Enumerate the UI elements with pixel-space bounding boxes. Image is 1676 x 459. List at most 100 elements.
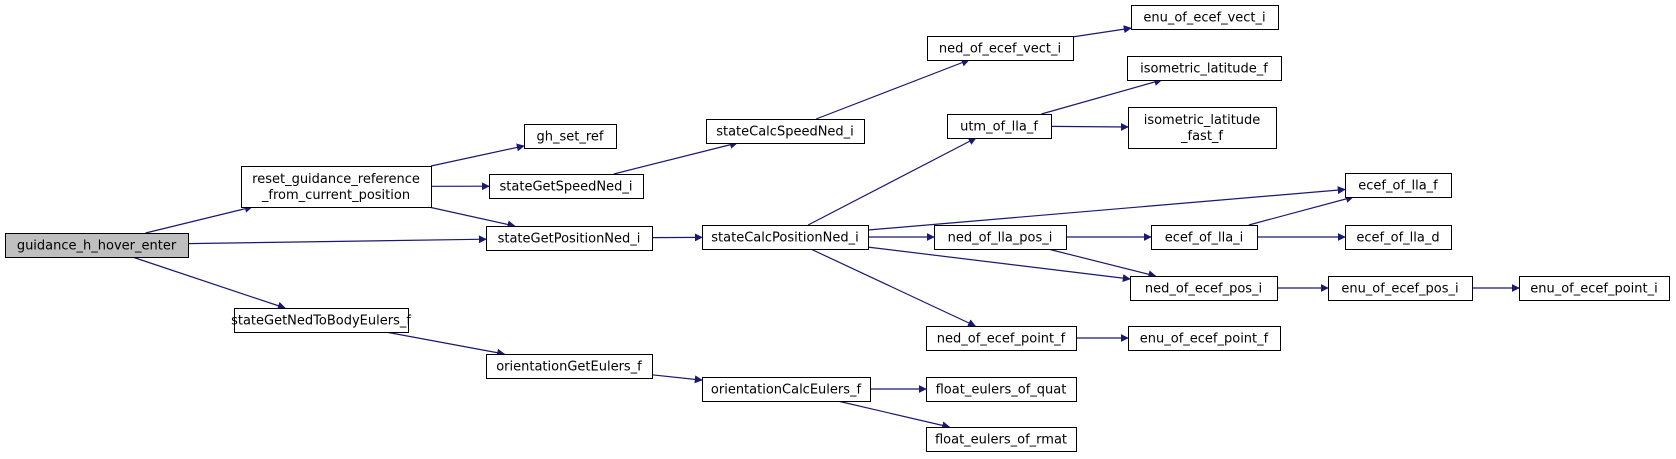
node-label: ecef_of_lla_i bbox=[1165, 231, 1244, 246]
node-state-get-speed-ned-i[interactable]: stateGetSpeedNed_i bbox=[489, 174, 644, 199]
node-utm-of-lla-f[interactable]: utm_of_lla_f bbox=[947, 114, 1052, 139]
node-label: float_eulers_of_quat bbox=[936, 383, 1067, 398]
node-ecef-of-lla-f[interactable]: ecef_of_lla_f bbox=[1345, 173, 1452, 198]
node-label: enu_of_ecef_vect_i bbox=[1143, 11, 1265, 26]
node-box bbox=[702, 377, 871, 402]
node-state-calc-speed-ned-i[interactable]: stateCalcSpeedNed_i bbox=[706, 119, 865, 144]
edge-orientation-get-eulers-f-to-orientation-calc-eulers-f bbox=[651, 374, 703, 384]
node-label: float_eulers_of_rmat bbox=[935, 433, 1067, 448]
edge-state-calc-position-ned-i-to-utm-of-lla-f bbox=[807, 137, 977, 226]
node-ecef-of-lla-i[interactable]: ecef_of_lla_i bbox=[1151, 225, 1258, 250]
node-state-get-position-ned-i[interactable]: stateGetPositionNed_i bbox=[486, 226, 653, 251]
node-box bbox=[927, 36, 1074, 61]
node-box bbox=[1345, 173, 1452, 198]
node-label: orientationGetEulers_f bbox=[496, 360, 642, 375]
edge-state-calc-speed-ned-i-to-ned-of-ecef-vect-i bbox=[815, 58, 970, 120]
node-enu-of-ecef-vect-i[interactable]: enu_of_ecef_vect_i bbox=[1131, 5, 1279, 30]
node-label: ned_of_ecef_vect_i bbox=[939, 42, 1061, 57]
edge-reset-guidance-reference-from-current-position-to-gh-set-ref bbox=[430, 143, 525, 167]
node-label: enu_of_ecef_point_i bbox=[1530, 282, 1658, 297]
node-box bbox=[926, 377, 1077, 402]
edges-layer bbox=[132, 25, 1520, 430]
node-isometric-latitude-f[interactable]: isometric_latitude_f bbox=[1127, 56, 1282, 81]
node-label: isometric_latitude bbox=[1144, 113, 1261, 128]
edge-state-calc-position-ned-i-to-ned-of-ecef-pos-i bbox=[867, 246, 1131, 283]
node-label: stateGetSpeedNed_i bbox=[500, 180, 633, 195]
node-float-eulers-of-quat[interactable]: float_eulers_of_quat bbox=[926, 377, 1077, 402]
node-box bbox=[1128, 107, 1277, 149]
node-reset-guidance-reference-from-current-position[interactable]: reset_guidance_reference_from_current_po… bbox=[241, 166, 432, 208]
node-state-get-ned-to-body-eulers-f[interactable]: stateGetNedToBodyEulers_f bbox=[231, 308, 411, 333]
node-box bbox=[926, 326, 1077, 351]
node-enu-of-ecef-pos-i[interactable]: enu_of_ecef_pos_i bbox=[1328, 276, 1473, 301]
edge-utm-of-lla-f-to-isometric-latitude-fast-f bbox=[1050, 122, 1129, 131]
node-float-eulers-of-rmat[interactable]: float_eulers_of_rmat bbox=[926, 427, 1077, 452]
node-label: orientationCalcEulers_f bbox=[711, 383, 862, 398]
edge-guidance-h-hover-enter-to-reset-guidance-reference-from-current-position bbox=[145, 204, 253, 234]
node-box bbox=[1345, 225, 1452, 250]
node-label: gh_set_ref bbox=[537, 130, 604, 145]
node-label: guidance_h_hover_enter bbox=[17, 239, 177, 254]
edge-state-get-ned-to-body-eulers-f-to-orientation-get-eulers-f bbox=[385, 331, 506, 357]
node-box bbox=[1127, 56, 1282, 81]
node-box bbox=[1130, 276, 1278, 301]
node-orientation-calc-eulers-f[interactable]: orientationCalcEulers_f bbox=[702, 377, 871, 402]
node-box bbox=[524, 124, 617, 149]
edge-reset-guidance-reference-from-current-position-to-state-get-position-ned-i bbox=[428, 206, 516, 229]
node-orientation-get-eulers-f[interactable]: orientationGetEulers_f bbox=[486, 354, 653, 379]
node-ned-of-ecef-point-f[interactable]: ned_of_ecef_point_f bbox=[926, 326, 1077, 351]
node-box bbox=[934, 225, 1067, 250]
node-box bbox=[1519, 276, 1670, 301]
node-enu-of-ecef-point-i[interactable]: enu_of_ecef_point_i bbox=[1519, 276, 1670, 301]
node-label: ned_of_ecef_point_f bbox=[937, 332, 1066, 347]
node-label: _fast_f bbox=[1180, 129, 1223, 144]
node-enu-of-ecef-point-f[interactable]: enu_of_ecef_point_f bbox=[1128, 326, 1281, 351]
node-box bbox=[486, 226, 653, 251]
edge-state-calc-position-ned-i-to-ecef-of-lla-f bbox=[867, 186, 1346, 231]
node-isometric-latitude-fast-f[interactable]: isometric_latitude_fast_f bbox=[1128, 107, 1277, 149]
edge-ned-of-lla-pos-i-to-ned-of-ecef-pos-i bbox=[1047, 248, 1157, 279]
node-label: ned_of_lla_pos_i bbox=[948, 231, 1053, 246]
node-label: enu_of_ecef_pos_i bbox=[1341, 282, 1458, 297]
node-label: ecef_of_lla_d bbox=[1356, 231, 1439, 246]
node-label: stateGetPositionNed_i bbox=[498, 232, 641, 247]
node-ned-of-ecef-pos-i[interactable]: ned_of_ecef_pos_i bbox=[1130, 276, 1278, 301]
node-label: stateCalcPositionNed_i bbox=[711, 231, 858, 246]
node-label: isometric_latitude_f bbox=[1140, 62, 1268, 77]
node-label: utm_of_lla_f bbox=[960, 120, 1038, 135]
node-box bbox=[1131, 5, 1279, 30]
node-label: stateGetNedToBodyEulers_f bbox=[231, 314, 411, 329]
node-label: enu_of_ecef_point_f bbox=[1140, 332, 1269, 347]
nodes-layer: guidance_h_hover_enter reset_guidance_ref… bbox=[5, 5, 1670, 452]
node-gh-set-ref[interactable]: gh_set_ref bbox=[524, 124, 617, 149]
edge-ecef-of-lla-i-to-ecef-of-lla-f bbox=[1248, 195, 1354, 226]
node-box bbox=[947, 114, 1052, 139]
node-state-calc-position-ned-i[interactable]: stateCalcPositionNed_i bbox=[702, 225, 869, 250]
node-ecef-of-lla-d[interactable]: ecef_of_lla_d bbox=[1345, 225, 1452, 250]
edge-orientation-calc-eulers-f-to-float-eulers-of-rmat bbox=[837, 400, 951, 430]
edge-ned-of-ecef-vect-i-to-enu-of-ecef-vect-i bbox=[1072, 25, 1132, 38]
edge-utm-of-lla-f-to-isometric-latitude-f bbox=[1041, 78, 1163, 115]
node-box bbox=[1151, 225, 1258, 250]
node-label: ecef_of_lla_f bbox=[1358, 179, 1438, 194]
node-box bbox=[489, 174, 644, 199]
node-box bbox=[5, 233, 189, 258]
node-label: stateCalcSpeedNed_i bbox=[716, 125, 854, 140]
node-box bbox=[1328, 276, 1473, 301]
node-label: _from_current_position bbox=[261, 188, 410, 203]
node-box bbox=[234, 308, 409, 333]
node-label: ned_of_ecef_pos_i bbox=[1145, 282, 1262, 297]
node-box bbox=[1128, 326, 1281, 351]
node-ned-of-ecef-vect-i[interactable]: ned_of_ecef_vect_i bbox=[927, 36, 1074, 61]
edge-guidance-h-hover-enter-to-state-get-position-ned-i bbox=[187, 235, 487, 245]
edge-state-calc-position-ned-i-to-ned-of-ecef-point-f bbox=[810, 248, 977, 327]
node-box bbox=[926, 427, 1077, 452]
node-ned-of-lla-pos-i[interactable]: ned_of_lla_pos_i bbox=[934, 225, 1067, 250]
edge-state-get-speed-ned-i-to-state-calc-speed-ned-i bbox=[613, 140, 738, 175]
node-guidance-h-hover-enter[interactable]: guidance_h_hover_enter bbox=[5, 233, 189, 258]
node-box bbox=[241, 166, 432, 208]
node-label: reset_guidance_reference bbox=[252, 172, 420, 187]
node-box bbox=[702, 225, 869, 250]
edge-guidance-h-hover-enter-to-state-get-ned-to-body-eulers-f bbox=[132, 256, 286, 310]
